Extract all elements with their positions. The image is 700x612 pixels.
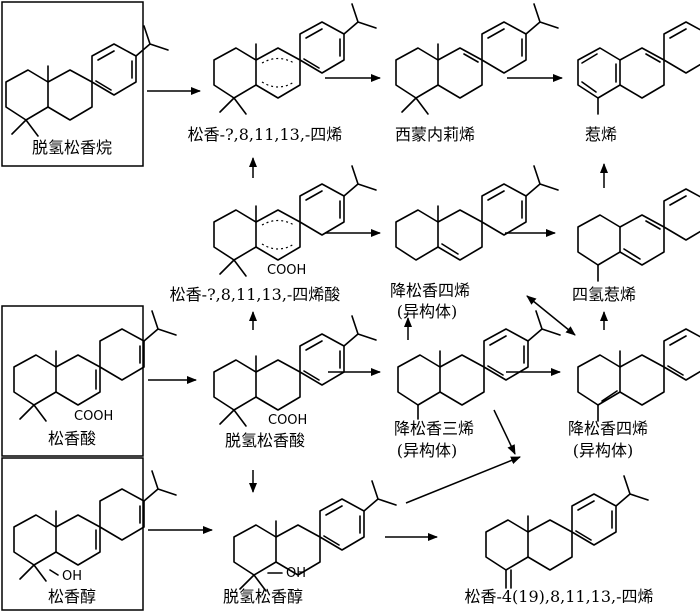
label-norabieta-triene: 降松香三烯	[394, 419, 474, 438]
abieta-tetraenoic-acid-structure	[213, 165, 377, 277]
label-tetrahydroretene: 四氢惹烯	[572, 285, 636, 304]
label-abieta-4-19-tetraene: 松香-4(19),8,11,13,-四烯	[464, 587, 653, 606]
norabieta-triene-structure	[397, 310, 561, 420]
abieta-tetraene-structure	[213, 3, 377, 115]
dehydroabietic-acid-structure	[213, 315, 377, 427]
label-isomer-2: (异构体)	[397, 441, 458, 460]
dehydroabietane-structure	[5, 25, 169, 137]
label-abietol: 松香醇	[48, 587, 96, 606]
norabieta-tetraene-isomer-structure	[395, 165, 559, 261]
oh-label-2: OH	[286, 566, 306, 581]
label-abietic-acid: 松香酸	[48, 429, 96, 448]
cooh-label-2: COOH	[74, 409, 113, 424]
cooh-label-3: COOH	[268, 413, 307, 428]
label-isomer-3: (异构体)	[573, 441, 634, 460]
oh-bonds	[49, 569, 283, 576]
abieta-4-19-tetraene-structure	[485, 475, 649, 589]
label-simonellite: 西蒙内莉烯	[395, 125, 475, 144]
simonellite-structure	[395, 3, 559, 115]
label-dehydroabietol: 脱氢松香醇	[223, 587, 303, 606]
label-isomer-1: (异构体)	[397, 302, 458, 321]
retene-structure	[577, 21, 700, 115]
label-abieta-tetraene: 松香-?,8,11,13,-四烯	[188, 125, 343, 144]
arrow-triene-to-4-19-tetraene	[493, 409, 516, 455]
abietol-structure	[13, 470, 177, 582]
norabieta-tetraene-2-structure	[577, 328, 700, 422]
label-abieta-tetraenoic-acid: 松香-?,8,11,13,-四烯酸	[170, 285, 341, 304]
abietic-acid-structure	[13, 310, 177, 422]
abietol-box	[1, 457, 144, 611]
abietic-acid-box	[1, 305, 144, 457]
tetrahydroretene-structure	[577, 188, 700, 282]
label-norabieta-tetraene-isomer: 降松香四烯	[390, 281, 470, 300]
label-dehydroabietane: 脱氢松香烷	[32, 138, 112, 157]
dehydroabietane-box	[1, 1, 144, 167]
label-retene: 惹烯	[585, 125, 617, 144]
label-dehydroabietic-acid: 脱氢松香酸	[225, 431, 305, 450]
label-norabieta-tetraene-2: 降松香四烯	[568, 419, 648, 438]
arrow-isomer-equilibrium	[526, 295, 576, 336]
cooh-label-1: COOH	[267, 263, 306, 278]
oh-label-1: OH	[62, 569, 82, 584]
arrow-dehydroabietic-to-4-19-tetraene	[405, 456, 521, 504]
dehydroabietol-structure	[233, 480, 397, 592]
